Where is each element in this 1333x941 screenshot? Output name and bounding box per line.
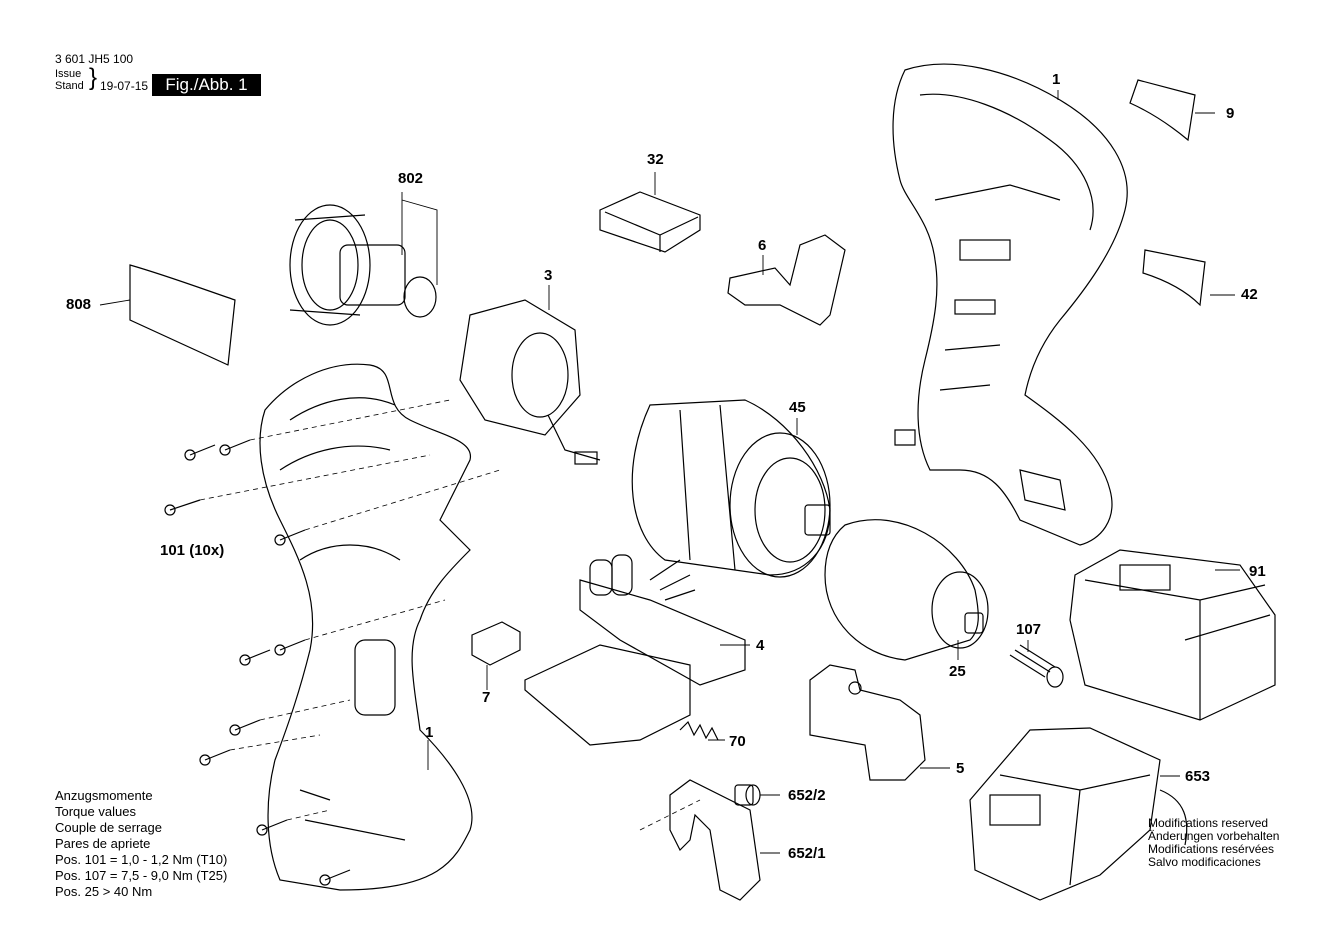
part-label-3: 3 xyxy=(544,267,553,284)
part-label-42: 42 xyxy=(1241,286,1258,303)
part-label-9: 9 xyxy=(1226,105,1235,122)
part-label-652-1: 652/1 xyxy=(788,845,826,862)
issue-stand-labels: Issue Stand xyxy=(55,68,84,92)
lever-6 xyxy=(727,234,846,326)
torque-values: Anzugsmomente Torque values Couple de se… xyxy=(55,788,227,900)
screws-101 xyxy=(164,439,351,886)
label-plate-42 xyxy=(1142,249,1206,307)
armature-802 xyxy=(289,204,437,326)
document-number: 3 601 JH5 100 xyxy=(55,52,134,66)
modifications-line: Änderungen vorbehalten xyxy=(1148,829,1280,843)
part-label-107: 107 xyxy=(1016,621,1042,638)
belt-clip-652-1 xyxy=(669,779,761,901)
part-label-808: 808 xyxy=(66,296,92,313)
pad-7 xyxy=(471,621,521,666)
torque-line: Pos. 101 = 1,0 - 1,2 Nm (T10) xyxy=(55,852,228,867)
electronics-module-4 xyxy=(524,554,746,746)
label-plate-808 xyxy=(129,264,236,366)
label-plate-9 xyxy=(1129,79,1196,142)
part-label-5: 5 xyxy=(956,760,965,777)
housing-right-half xyxy=(892,63,1128,546)
part-label-802: 802 xyxy=(398,170,424,187)
part-label-7: 7 xyxy=(482,689,491,706)
part-label-70: 70 xyxy=(729,733,746,750)
gearbox-45 xyxy=(631,399,831,578)
battery-91 xyxy=(1069,549,1276,721)
spring-70 xyxy=(679,720,719,741)
part-label-652-2: 652/2 xyxy=(788,787,826,804)
figure-label: Fig./Abb. 1 xyxy=(152,74,261,96)
part-label-101: 101 (10x) xyxy=(160,542,225,559)
stand-label: Stand xyxy=(55,80,84,92)
torque-line: Couple de serrage xyxy=(55,820,162,835)
part-label-1-top: 1 xyxy=(1052,71,1061,88)
charger-653 xyxy=(969,727,1188,901)
modifications-line: Modifications reserved xyxy=(1148,816,1269,830)
chuck-25 xyxy=(824,519,989,661)
screw-107 xyxy=(1009,644,1064,688)
switch-32 xyxy=(599,191,701,253)
modifications-notice: Modifications reserved Änderungen vorbeh… xyxy=(1148,817,1279,869)
part-label-4: 4 xyxy=(756,637,765,654)
issue-label: Issue xyxy=(55,68,82,80)
part-label-1-bottom: 1 xyxy=(425,724,434,741)
part-label-25: 25 xyxy=(949,663,966,680)
part-label-45: 45 xyxy=(789,399,806,416)
part-label-32: 32 xyxy=(647,151,664,168)
brace-glyph: } xyxy=(89,64,98,91)
part-label-653: 653 xyxy=(1185,768,1211,785)
part-label-6: 6 xyxy=(758,237,767,254)
trigger-switch-5 xyxy=(809,664,926,781)
torque-line: Anzugsmomente xyxy=(55,788,153,803)
modifications-line: Salvo modificaciones xyxy=(1148,855,1261,869)
modifications-line: Modifications resérvées xyxy=(1148,842,1275,856)
housing-left-half xyxy=(259,363,473,891)
screw-652-2 xyxy=(734,784,761,806)
torque-line: Pos. 107 = 7,5 - 9,0 Nm (T25) xyxy=(55,868,228,883)
torque-line: Torque values xyxy=(55,804,136,819)
part-label-91: 91 xyxy=(1249,563,1266,580)
torque-line: Pos. 25 > 40 Nm xyxy=(55,884,153,899)
stator-3 xyxy=(459,299,601,465)
issue-date: 19-07-15 xyxy=(100,79,149,93)
torque-line: Pares de apriete xyxy=(55,836,151,851)
